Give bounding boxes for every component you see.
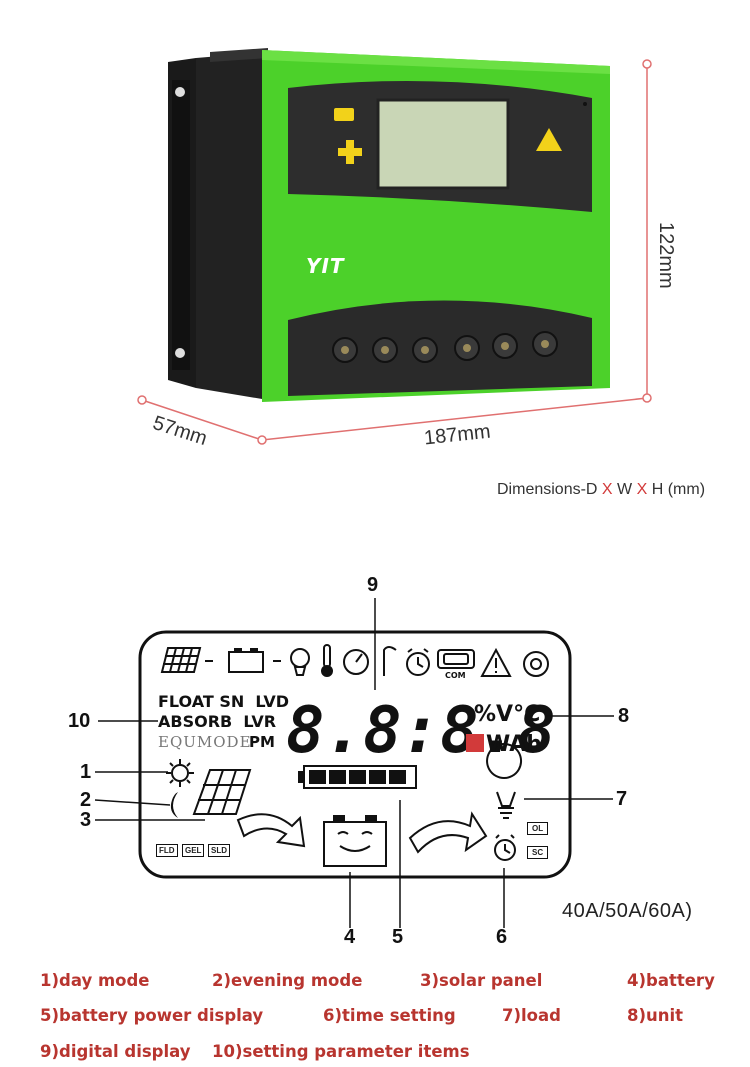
callout-10: 10: [68, 710, 91, 732]
callout-3: 3: [80, 809, 92, 831]
legend-item: 8)unit: [627, 1006, 684, 1025]
battery-type-gel: GEL: [182, 844, 205, 857]
battery-type-fld: FLD: [156, 844, 178, 857]
legend-item: 4)battery: [627, 971, 715, 990]
arrow-right-icon: [408, 811, 488, 854]
mode-label-row1: FLOAT SN LVD: [158, 692, 290, 711]
moon-icon: [170, 792, 178, 818]
callout-2: 2: [80, 789, 92, 811]
street-lamp-icon: [383, 646, 397, 676]
caption-suffix: H (mm): [647, 481, 706, 498]
legend-item: 2)evening mode: [212, 971, 363, 990]
callout-7: 7: [616, 788, 628, 810]
callout-5: 5: [392, 926, 404, 948]
com-label: COM: [445, 671, 466, 680]
lcd-frame: [138, 630, 572, 879]
callout-4: 4: [344, 926, 356, 948]
gauge-icon: [343, 649, 369, 675]
solar-panel-icon: [160, 647, 202, 673]
timer-icon: [494, 834, 516, 861]
gear-icon: [523, 651, 549, 677]
mode-label-row2: ABSORB LVR: [158, 712, 277, 731]
callout-6: 6: [496, 926, 508, 948]
height-dimension: 122mm: [655, 222, 677, 289]
brand-logo: YIT: [306, 254, 345, 278]
legend-item: 6)time setting: [323, 1006, 456, 1025]
warning-icon: [480, 647, 512, 677]
com-port-icon: [437, 649, 475, 669]
battery-top-icon: [228, 648, 264, 673]
legend-item: 10)setting parameter items: [212, 1042, 470, 1061]
callout-8: 8: [618, 705, 630, 727]
legend-item: 5)battery power display: [40, 1006, 264, 1025]
mode-label-row3a: EQUMODE: [158, 733, 252, 751]
units-bottom: WAh: [486, 732, 542, 757]
caption-x1: X: [601, 481, 613, 498]
caption-mid: W: [612, 481, 637, 498]
alarm-clock-icon: [406, 648, 430, 676]
solar-panel-icon: [192, 769, 252, 815]
dimensions-caption: Dimensions-D X W X H (mm): [497, 481, 705, 499]
callout-1: 1: [80, 761, 92, 783]
lcd-diagram: 8.8:8.8: [94, 598, 614, 928]
legend-item: 3)solar panel: [420, 971, 543, 990]
arrow-left-icon: [236, 813, 306, 848]
battery-icon: [323, 815, 387, 867]
battery-level-bar: [298, 765, 417, 789]
caption-x2: X: [636, 481, 648, 498]
load-bulb-icon: [486, 743, 523, 819]
caption-prefix: Dimensions-D: [497, 481, 602, 498]
callout-9: 9: [367, 574, 379, 596]
model-text: 40A/50A/60A): [562, 900, 693, 922]
battery-type-sld: SLD: [208, 844, 230, 857]
legend-item: 1)day mode: [40, 971, 150, 990]
red-tag-icon: [466, 734, 484, 752]
digit-display: 8.8:8.8: [286, 694, 556, 768]
sun-icon: [166, 759, 194, 787]
mode-label-row3b: PM: [249, 733, 275, 751]
bulb-top-icon: [290, 648, 310, 676]
controller-illustration: [137, 48, 652, 445]
units-top: %V°C: [474, 702, 541, 727]
status-box-sc: SC: [527, 846, 549, 859]
status-box-ol: OL: [527, 822, 549, 835]
legend-item: 9)digital display: [40, 1042, 191, 1061]
thermometer-icon: [321, 644, 333, 677]
legend-item: 7)load: [502, 1006, 561, 1025]
